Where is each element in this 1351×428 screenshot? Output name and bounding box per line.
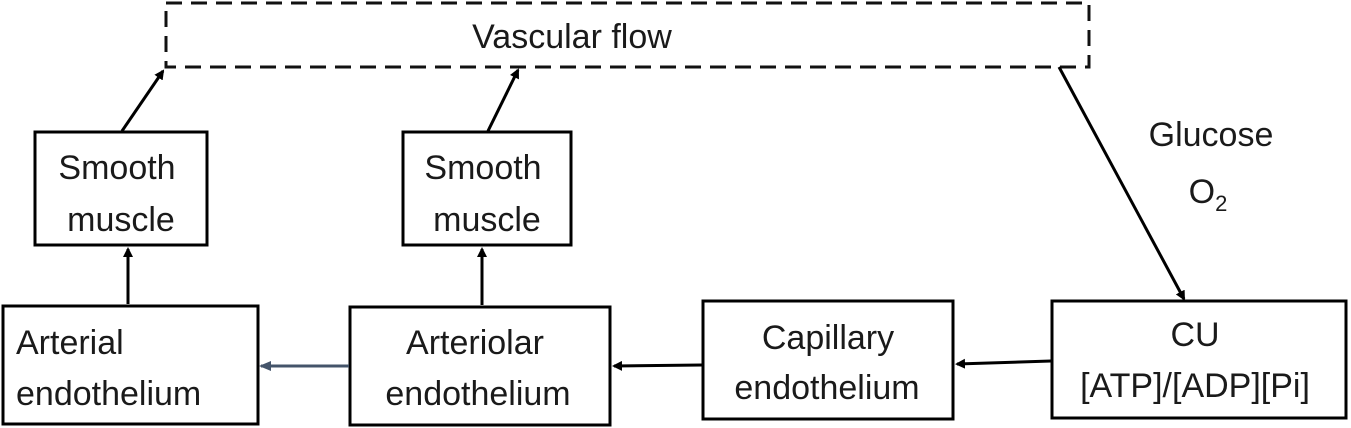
smooth-muscle-left-box: Smooth muscle: [33, 130, 209, 247]
glucose-label: Glucose: [1149, 116, 1274, 154]
capillary-endothelium-line2: endothelium: [734, 369, 919, 407]
arrow-capillary-to-arteriolar: [612, 360, 703, 371]
arterial-endothelium-line1: Arterial: [16, 324, 124, 362]
arteriolar-endothelium-line1: Arteriolar: [406, 324, 544, 362]
cu-box: CU [ATP]/[ADP][Pi]: [1050, 299, 1348, 420]
arrow-smooth-left-to-flow: [120, 69, 165, 132]
smooth-muscle-right-line2: muscle: [433, 201, 541, 239]
arrow-smooth-right-to-flow: [486, 68, 520, 132]
arterial-endothelium-box: Arterial endothelium: [1, 304, 260, 426]
cu-line2: [ATP]/[ADP][Pi]: [1080, 367, 1310, 405]
oxygen-subscript: 2: [1215, 191, 1227, 216]
arrow-cu-to-capillary: [955, 358, 1052, 369]
smooth-muscle-right-line1: Smooth: [424, 149, 541, 187]
smooth-muscle-left-line2: muscle: [67, 201, 175, 239]
arrow-flow-to-cu: [1057, 66, 1186, 301]
vascular-flow-box: Vascular flow: [164, 1, 1091, 69]
oxygen-label: O2: [1189, 173, 1228, 216]
cu-line1: CU: [1170, 316, 1219, 354]
oxygen-symbol: O: [1189, 173, 1215, 211]
smooth-muscle-right-box: Smooth muscle: [401, 130, 573, 247]
capillary-endothelium-box: Capillary endothelium: [701, 299, 955, 421]
capillary-endothelium-line1: Capillary: [762, 319, 894, 357]
arteriolar-endothelium-box: Arteriolar endothelium: [348, 305, 612, 427]
inputs-label: Glucose O2: [1149, 116, 1274, 216]
arteriolar-endothelium-line2: endothelium: [385, 375, 570, 413]
arterial-endothelium-line2: endothelium: [16, 375, 201, 413]
smooth-muscle-left-line1: Smooth: [58, 149, 175, 187]
vascular-flow-label: Vascular flow: [472, 18, 672, 56]
